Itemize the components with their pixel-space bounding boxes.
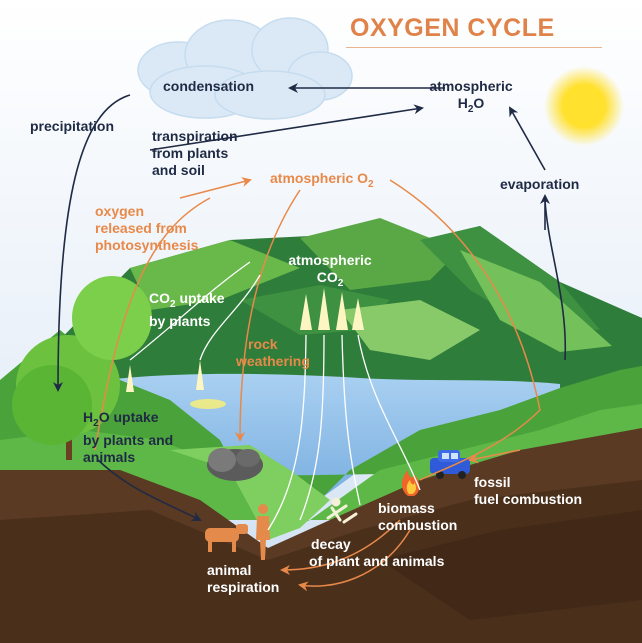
oxygen-flow-arrows: [94, 177, 541, 592]
label-atmospheric-h2o-line1: atmospheric: [429, 78, 513, 94]
label-atmospheric-co2-line1: atmospheric: [288, 252, 372, 268]
label-evaporation: evaporation: [500, 176, 580, 192]
label-atmospheric-h2o: atmospheric H2O: [426, 78, 516, 118]
label-transpiration-line2: from plants: [152, 145, 229, 161]
label-oxygen-released-line1: oxygen: [95, 203, 145, 219]
photosynthesis-glow: [190, 399, 226, 409]
label-h2o-uptake: H2O uptake by plants and animals: [83, 409, 173, 466]
label-oxygen-released-line2: released from: [95, 220, 187, 236]
label-h2o-sub: 2: [467, 103, 474, 115]
rock-icon: [207, 448, 263, 481]
label-co2-uptake-sub: 2: [170, 298, 176, 310]
label-transpiration-line3: and soil: [152, 162, 205, 178]
label-h2o-o: O: [473, 95, 485, 111]
label-animal-respiration-line1: animal: [207, 562, 252, 578]
label-fossil-fuel-line2: fuel combustion: [474, 491, 583, 507]
skeleton-icon: [326, 497, 358, 524]
label-h2o-uptake-sub: 2: [93, 417, 99, 429]
label-fossil-fuel-line1: fossil: [474, 474, 511, 490]
label-transpiration: transpiration from plants and soil: [152, 128, 238, 179]
lake: [90, 373, 560, 528]
label-atmospheric-o2-text: atmospheric O: [270, 170, 369, 186]
label-co2-uptake-text: uptake: [175, 290, 225, 306]
label-h2o-uptake-line2: by plants and: [83, 431, 174, 448]
title-underline: [346, 47, 602, 48]
label-atmospheric-o2-sub: 2: [368, 178, 374, 190]
label-co2-uptake-line2: by plants: [149, 312, 211, 329]
label-co2-uptake-co: CO: [149, 290, 170, 306]
label-h2o-uptake-line1: H2O uptake: [83, 409, 173, 432]
label-co2-uptake-line1: CO2 uptake: [149, 290, 225, 313]
label-animal-respiration-line2: respiration: [207, 579, 280, 595]
label-rock-weathering-line2: weathering: [236, 353, 310, 369]
label-animal-respiration: animal respiration: [207, 562, 279, 596]
label-rock-weathering-line1: rock: [248, 336, 278, 352]
fire-icon: [401, 470, 420, 496]
co2-arrows: [126, 288, 364, 392]
label-decay-line2: of plant and animals: [309, 553, 445, 569]
label-transpiration-line1: transpiration: [152, 128, 238, 144]
label-atmospheric-co2-text: CO: [316, 269, 338, 285]
label-h2o-uptake-text: O uptake: [98, 409, 159, 425]
label-fossil-fuel: fossil fuel combustion: [474, 474, 582, 508]
label-decay-line1: decay: [311, 536, 351, 552]
label-atmospheric-co2-line2: CO2: [280, 269, 380, 292]
label-h2o-h: H: [457, 95, 468, 111]
label-precipitation: precipitation: [30, 118, 115, 134]
label-h2o-uptake-line3: animals: [83, 448, 136, 465]
label-oxygen-released-line3: photosynthesis: [95, 237, 199, 253]
soil: [0, 428, 642, 643]
label-biomass-line1: biomass: [378, 500, 435, 516]
label-h2o-uptake-h: H: [83, 409, 94, 425]
person-icon: [256, 504, 270, 560]
label-biomass-combustion: biomass combustion: [378, 500, 457, 534]
label-atmospheric-h2o-line2: H2O: [426, 95, 516, 118]
sun-icon: [544, 66, 624, 146]
label-oxygen-released: oxygen released from photosynthesis: [95, 203, 198, 254]
label-co2-uptake: CO2 uptake by plants: [149, 290, 225, 330]
water-cycle-arrows: [53, 83, 567, 521]
label-condensation: condensation: [163, 78, 255, 94]
label-atmospheric-o2: atmospheric O2: [270, 170, 374, 193]
label-decay: decay of plant and animals: [309, 536, 444, 570]
label-atmospheric-co2: atmospheric CO2: [280, 252, 380, 292]
co2-flow-lines: [129, 261, 421, 531]
label-atmospheric-co2-sub: 2: [337, 277, 344, 289]
label-biomass-line2: combustion: [378, 517, 458, 533]
page-title: OXYGEN CYCLE: [350, 14, 555, 42]
cow-icon: [205, 524, 248, 552]
label-rock-weathering: rock weathering: [236, 336, 310, 370]
